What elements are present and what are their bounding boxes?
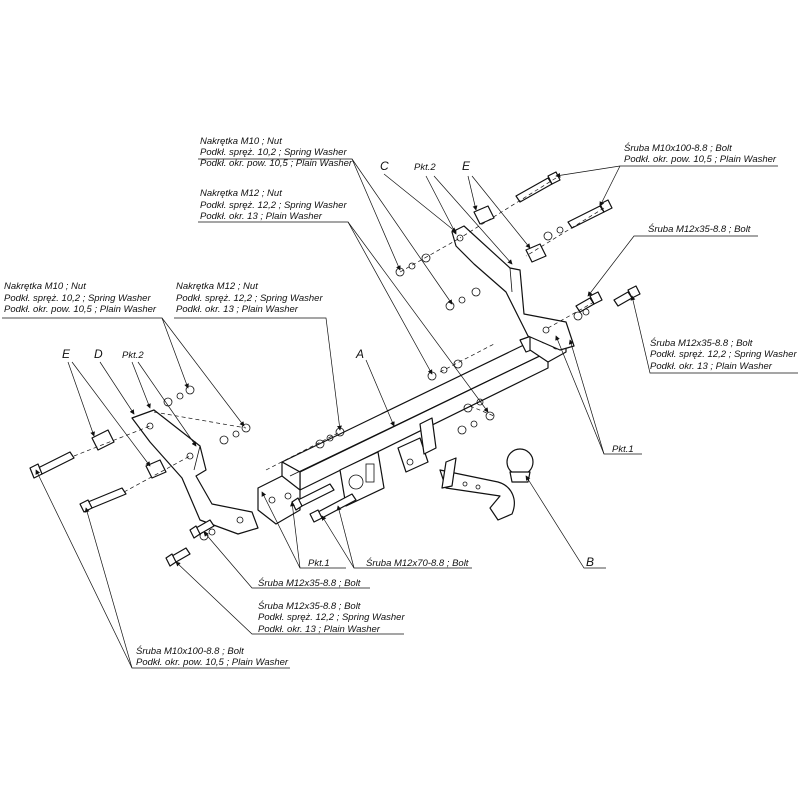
callout-line: Pkt.1 bbox=[612, 444, 634, 455]
beam-end-plate-left bbox=[257, 475, 301, 525]
part-letter-c: C bbox=[380, 159, 389, 173]
tow-ball-neck bbox=[439, 448, 534, 521]
left-side-bracket bbox=[131, 409, 259, 535]
callout-line: Śruba M10x100-8.8 ; Bolt bbox=[624, 142, 732, 154]
part-letter-b: B bbox=[586, 555, 594, 569]
part-letter-e-top: E bbox=[462, 159, 471, 173]
callout-bottom-bolt-m12x35: Śruba M12x35-8.8 ; Bolt bbox=[258, 577, 361, 589]
callout-line: Podkł. spręż. 10,2 ; Spring Washer bbox=[200, 147, 347, 158]
spacer-tubes-left bbox=[91, 429, 167, 479]
callout-line: Podkł. okr. 13 ; Plain Washer bbox=[650, 361, 773, 372]
part-letter-a: A bbox=[355, 347, 364, 361]
callout-line: Podkł. spręż. 10,2 ; Spring Washer bbox=[4, 293, 151, 304]
nuts-and-washers bbox=[163, 226, 590, 541]
callout-line: Podkł. spręż. 12,2 ; Spring Washer bbox=[258, 612, 405, 623]
assembly-lines bbox=[73, 177, 605, 493]
callout-line: Podkł. okr. pow. 10,5 ; Plain Washer bbox=[4, 304, 157, 315]
callout-line: Nakrętka M10 ; Nut bbox=[200, 136, 282, 147]
callout-line: Podkł. okr. 13 ; Plain Washer bbox=[200, 211, 323, 222]
callout-line: Śruba M12x70-8.8 ; Bolt bbox=[366, 557, 469, 569]
callout-right-bolt-m12x35-washers: Śruba M12x35-8.8 ; Bolt Podkł. spręż. 12… bbox=[650, 337, 797, 372]
callout-line: Podkł. okr. 13 ; Plain Washer bbox=[176, 304, 299, 315]
callout-line: Śruba M12x35-8.8 ; Bolt bbox=[258, 600, 361, 612]
callout-right-bolt-m12x35: Śruba M12x35-8.8 ; Bolt bbox=[648, 223, 751, 235]
callout-pkt1-right: Pkt.1 bbox=[612, 444, 634, 455]
callout-line: Podkł. spręż. 12,2 ; Spring Washer bbox=[176, 293, 323, 304]
callout-line: Śruba M12x35-8.8 ; Bolt bbox=[258, 577, 361, 589]
label-pkt2-left: Pkt.2 bbox=[122, 350, 144, 361]
socket-bracket bbox=[339, 417, 437, 507]
part-letter-d: D bbox=[94, 347, 103, 361]
callout-top-bolt-m10x100: Śruba M10x100-8.8 ; Bolt Podkł. okr. pow… bbox=[624, 142, 777, 165]
callout-left-nut-m10: Nakrętka M10 ; Nut Podkł. spręż. 10,2 ; … bbox=[4, 281, 157, 315]
callout-line: Śruba M10x100-8.8 ; Bolt bbox=[136, 645, 244, 657]
callout-line: Nakrętka M12 ; Nut bbox=[200, 188, 282, 199]
callout-left-nut-m12: Nakrętka M12 ; Nut Podkł. spręż. 12,2 ; … bbox=[176, 281, 323, 315]
callout-line: Podkł. okr. pow. 10,5 ; Plain Washer bbox=[136, 657, 289, 668]
callout-line: Śruba M12x35-8.8 ; Bolt bbox=[650, 337, 753, 349]
callout-line: Nakrętka M12 ; Nut bbox=[176, 281, 258, 292]
label-pkt2-top: Pkt.2 bbox=[414, 162, 436, 173]
callout-bottom-bolt-m12x35-washers: Śruba M12x35-8.8 ; Bolt Podkł. spręż. 12… bbox=[258, 600, 405, 635]
callout-line: Śruba M12x35-8.8 ; Bolt bbox=[648, 223, 751, 235]
spacer-tubes-right bbox=[473, 205, 547, 263]
callout-line: Podkł. spręż. 12,2 ; Spring Washer bbox=[650, 349, 797, 360]
callout-top-nut-m10: Nakrętka M10 ; Nut Podkł. spręż. 10,2 ; … bbox=[200, 136, 353, 169]
part-letter-e-left: E bbox=[62, 347, 71, 361]
callout-line: Podkł. okr. pow. 10,5 ; Plain Washer bbox=[200, 158, 353, 169]
leader-lines bbox=[2, 158, 798, 669]
callout-top-nut-m12: Nakrętka M12 ; Nut Podkł. spręż. 12,2 ; … bbox=[200, 188, 347, 222]
right-side-bracket bbox=[451, 225, 575, 351]
callout-line: Pkt.1 bbox=[308, 558, 330, 569]
bolts bbox=[29, 171, 641, 567]
callout-pkt1-bottom: Pkt.1 bbox=[308, 558, 330, 569]
cross-beam bbox=[281, 329, 553, 491]
callout-bolt-m12x70: Śruba M12x70-8.8 ; Bolt bbox=[366, 557, 469, 569]
callout-line: Podkł. okr. 13 ; Plain Washer bbox=[258, 624, 381, 635]
callout-line: Nakrętka M10 ; Nut bbox=[4, 281, 86, 292]
callout-line: Podkł. okr. pow. 10,5 ; Plain Washer bbox=[624, 154, 777, 165]
callout-bottom-bolt-m10x100: Śruba M10x100-8.8 ; Bolt Podkł. okr. pow… bbox=[136, 645, 289, 668]
callout-line: Podkł. spręż. 12,2 ; Spring Washer bbox=[200, 200, 347, 211]
